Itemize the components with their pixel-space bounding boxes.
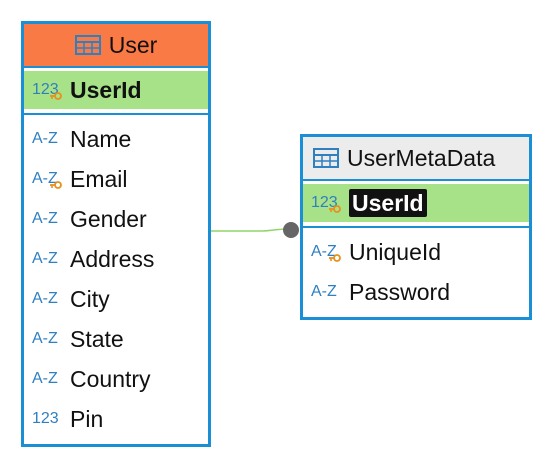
column-label: Address [70, 245, 155, 272]
text-type-icon: A-Z [32, 130, 58, 147]
column-label: UserId [349, 189, 427, 217]
table-icon [74, 35, 101, 55]
numeric-type-icon: 123 [32, 78, 68, 102]
column-row[interactable]: A-Z Country [24, 359, 208, 399]
primary-key-row[interactable]: 123 UserId [24, 71, 208, 109]
entity-title: UserMetaData [347, 144, 496, 171]
entity-header: UserMetaData [303, 137, 529, 181]
entity-header: User [24, 24, 208, 68]
column-label: Gender [70, 205, 147, 232]
column-label: Country [70, 365, 151, 392]
key-icon [329, 205, 341, 213]
column-label: Name [70, 125, 132, 152]
text-type-icon: A-Z [311, 240, 347, 264]
column-label: City [70, 285, 110, 312]
column-label: Email [70, 165, 128, 192]
column-label: UniqueId [349, 238, 442, 265]
primary-key-row[interactable]: 123 UserId [303, 184, 529, 222]
column-row[interactable]: 123 Pin [24, 399, 208, 439]
relationship-endpoint [283, 222, 299, 238]
text-type-icon: A-Z [32, 167, 68, 191]
column-label: State [70, 325, 124, 352]
key-icon [329, 254, 341, 262]
numeric-type-icon: 123 [32, 410, 59, 427]
column-label: UserId [70, 76, 142, 103]
column-row[interactable]: A-Z State [24, 319, 208, 359]
column-label: Pin [70, 405, 104, 432]
column-row[interactable]: A-Z Password [303, 272, 529, 312]
numeric-type-icon: 123 [311, 191, 347, 215]
column-row[interactable]: A-Z Name [24, 119, 208, 159]
text-type-icon: A-Z [32, 330, 58, 347]
entity-title: User [108, 31, 158, 58]
text-type-icon: A-Z [32, 250, 58, 267]
text-type-icon: A-Z [32, 210, 58, 227]
text-type-icon: A-Z [32, 370, 58, 387]
column-row[interactable]: A-Z City [24, 279, 208, 319]
column-label: Password [349, 278, 450, 305]
text-type-icon: A-Z [32, 290, 58, 307]
column-row[interactable]: A-Z Address [24, 239, 208, 279]
key-icon [50, 181, 62, 189]
column-row[interactable]: A-Z Gender [24, 199, 208, 239]
key-icon [50, 92, 62, 100]
text-type-icon: A-Z [311, 283, 337, 300]
table-icon [313, 148, 339, 168]
